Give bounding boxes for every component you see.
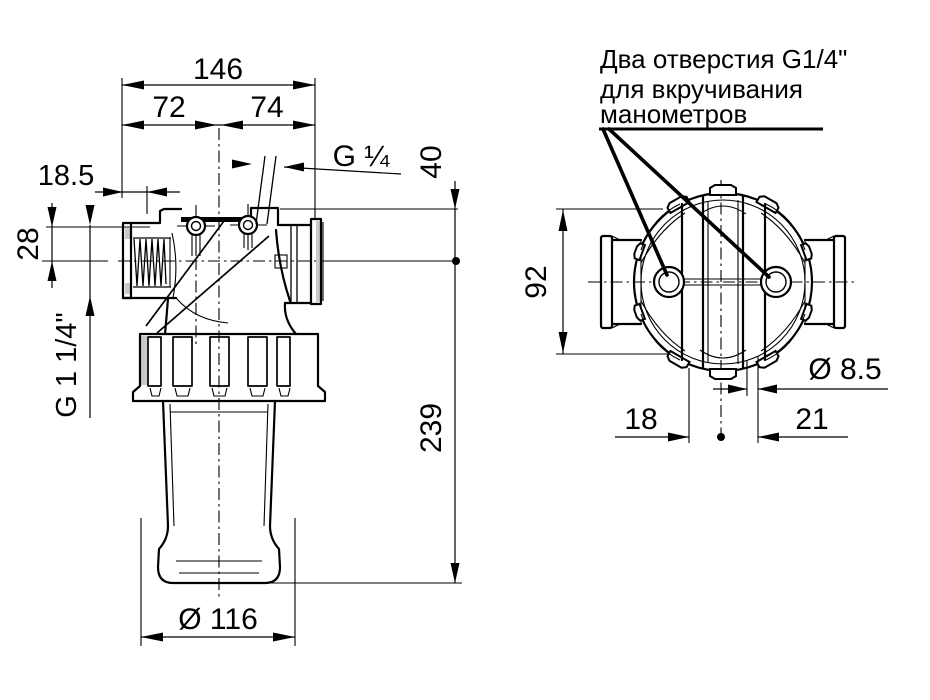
filter-bowl — [156, 399, 282, 585]
side-view: 146 72 74 G ¼ 40 18.5 — [12, 53, 462, 646]
leader-to-right-hole — [607, 127, 771, 279]
dim-239-label: 239 — [415, 403, 448, 453]
dim-inlet-thread: G 1 1/4" — [51, 205, 95, 418]
annotation-note: Два отверстия G1/4" для вкручивания мано… — [599, 44, 847, 279]
dim-bowl-diameter: Ø 116 — [140, 518, 296, 646]
dim-92-label: 92 — [520, 265, 553, 298]
gauge-ports-top — [177, 155, 277, 348]
leader-to-left-hole — [601, 127, 669, 277]
dim-72-label: 72 — [152, 91, 185, 124]
dim-body-height: 92 — [520, 208, 670, 355]
dim-hole-diameter: Ø 8.5 — [713, 353, 888, 443]
dim-18-label: 18 — [624, 403, 657, 436]
dim-g14-label: G ¼ — [333, 140, 391, 173]
dim-hole-offsets: 18 21 — [615, 368, 848, 443]
end-view: 92 Ø 8.5 18 21 — [520, 180, 888, 443]
dim-28-label: 28 — [12, 227, 45, 260]
side-center-lines — [42, 128, 459, 600]
dim-top-to-axis: 40 — [280, 145, 460, 265]
outlet-hose-tail — [276, 217, 324, 306]
dim-116-label: Ø 116 — [178, 603, 258, 636]
filter-body — [129, 206, 298, 336]
dim-port-spacing: 72 74 — [122, 91, 315, 130]
collar-nut — [131, 332, 327, 403]
dim-40-label: 40 — [415, 145, 448, 178]
dim-74-label: 74 — [250, 91, 283, 124]
annotation-line-2: для вкручивания — [600, 74, 803, 104]
annotation-line-3: манометров — [600, 99, 747, 129]
annotation-line-1: Два отверстия G1/4" — [600, 44, 847, 74]
dim-146-label: 146 — [193, 53, 243, 86]
dim-axis-to-bottom: 239 — [267, 261, 462, 584]
hose-connector-left — [599, 234, 643, 330]
dim-gauge-thread: G ¼ — [232, 140, 402, 175]
dim-21-label: 21 — [795, 403, 828, 436]
dim-g114-label: G 1 1/4" — [51, 312, 83, 417]
dim-overall-width: 146 — [121, 53, 316, 218]
dim-85-label: Ø 8.5 — [808, 353, 881, 386]
dim-185-label: 18.5 — [38, 160, 94, 192]
dome-shading — [640, 203, 806, 361]
gauge-holes — [652, 265, 793, 299]
dim-inlet-half-height: 28 — [12, 203, 150, 288]
dim-thread-length: 18.5 — [38, 160, 180, 214]
